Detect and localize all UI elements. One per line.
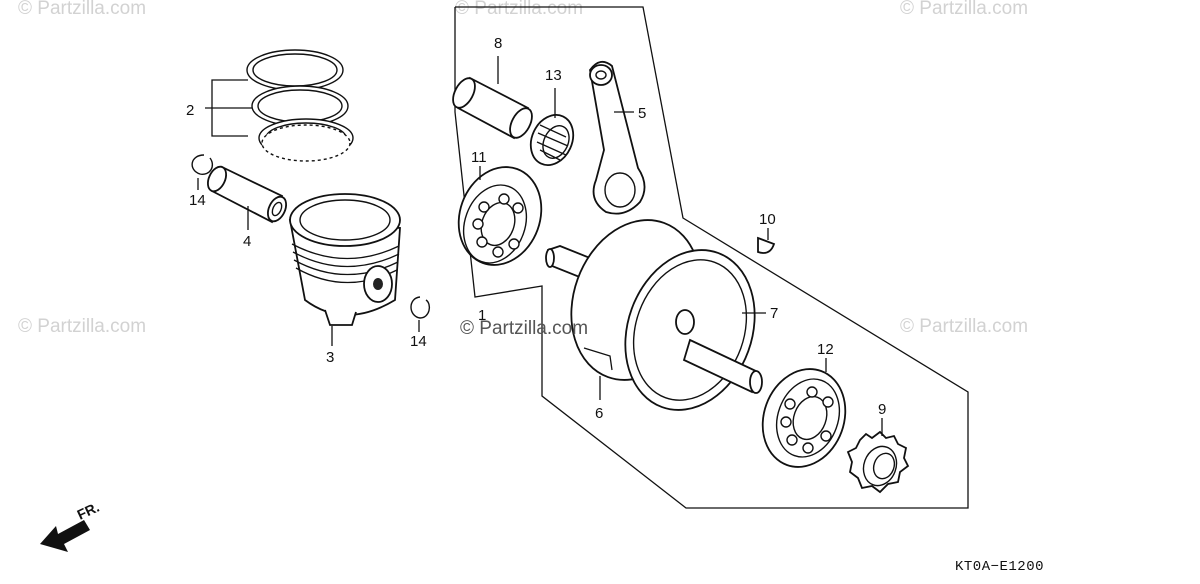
crank-pin [452,76,533,140]
part-label-11: 11 [471,149,487,166]
part-label-10: 10 [759,211,776,228]
woodruff-key [757,236,776,254]
piston [288,193,401,326]
part-label-5: 5 [638,105,646,122]
crankshaft [545,219,763,411]
part-label-13: 13 [545,67,562,84]
part-label-2: 2 [186,102,194,119]
watermark-center: © Partzilla.com [460,318,588,339]
watermark-top-center: © Partzilla.com [455,0,583,19]
part-label-7: 7 [770,305,778,322]
piston-ring-set [246,49,354,162]
diagram-code: KT0A−E1200 [955,559,1044,575]
ball-bearing-right [761,368,847,468]
part-label-4: 4 [243,233,251,250]
part-label-9: 9 [878,401,886,418]
watermark-top-left: © Partzilla.com [18,0,146,19]
watermark-mid-left: © Partzilla.com [18,316,146,337]
watermark-top-right: © Partzilla.com [900,0,1028,19]
front-arrow-icon [40,520,90,552]
part-label-8: 8 [494,35,502,52]
part-label-1: 1 [478,307,486,324]
needle-bearing [529,114,575,166]
part-label-14-left: 14 [189,192,206,209]
timing-sprocket [846,430,910,494]
connecting-rod [589,60,646,215]
part-label-12: 12 [817,341,834,358]
part-label-14-right: 14 [410,333,427,350]
watermark-mid-right: © Partzilla.com [900,316,1028,337]
circlip-left [191,154,214,175]
part-label-3: 3 [326,349,334,366]
ball-bearing-left [457,166,543,266]
part-label-6: 6 [595,405,603,422]
piston-pin [207,165,287,224]
front-direction-label: FR. [75,499,102,523]
circlip-right [410,296,431,319]
